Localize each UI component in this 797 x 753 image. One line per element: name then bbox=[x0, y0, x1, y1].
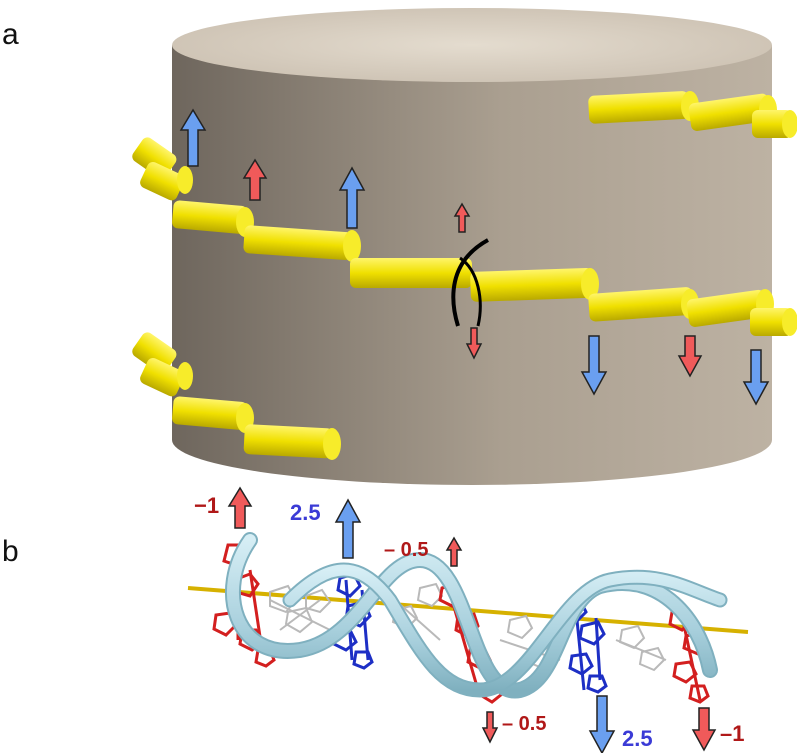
base-pairs-grey-4 bbox=[615, 624, 667, 672]
rod-mid-3 bbox=[350, 258, 472, 288]
rod-mid-2 bbox=[243, 225, 361, 262]
down-arrow-icon bbox=[588, 695, 616, 753]
down-arrow-icon bbox=[465, 327, 483, 360]
rod-mid-4 bbox=[470, 267, 599, 302]
base-pairs-blue-2 bbox=[562, 598, 608, 694]
up-arrow-icon bbox=[334, 498, 362, 559]
panel-label-b: b bbox=[2, 535, 19, 568]
rod-left-top-2 bbox=[140, 161, 193, 201]
panel-label-a: a bbox=[2, 18, 19, 51]
down-arrow-icon bbox=[677, 335, 703, 378]
cylinder-top bbox=[172, 8, 772, 82]
dna-model bbox=[187, 532, 749, 704]
down-arrow-icon bbox=[691, 707, 717, 752]
value-label-top-right: – 0.5 bbox=[384, 539, 428, 561]
value-label-bottom-mid: 2.5 bbox=[622, 726, 653, 751]
helix-rods bbox=[132, 91, 797, 460]
rod-upper-right-1 bbox=[588, 91, 699, 124]
arrows-panel-b bbox=[227, 486, 717, 753]
down-arrow-icon bbox=[742, 349, 770, 406]
up-arrow-icon bbox=[242, 158, 268, 201]
up-arrow-icon bbox=[338, 166, 366, 229]
up-arrow-icon bbox=[445, 536, 463, 567]
rod-upper-right-3 bbox=[752, 110, 797, 138]
down-arrow-icon bbox=[481, 711, 499, 744]
down-arrow-icon bbox=[580, 335, 608, 396]
up-arrow-icon bbox=[227, 486, 253, 529]
value-label-top-left: −1 bbox=[194, 493, 219, 518]
up-arrow-icon bbox=[453, 202, 471, 233]
value-label-bottom-left: – 0.5 bbox=[502, 713, 546, 735]
base-pairs-grey-1 bbox=[269, 584, 332, 634]
rod-left-low-2 bbox=[140, 357, 193, 397]
arrows-panel-a bbox=[179, 108, 770, 406]
up-arrow-icon bbox=[179, 108, 207, 167]
rod-low-4 bbox=[243, 424, 341, 460]
rod-mid-7 bbox=[750, 308, 797, 336]
crossing-mark-icon bbox=[451, 238, 489, 327]
value-labels: −1 2.5 – 0.5 – 0.5 2.5 –1 bbox=[194, 493, 744, 751]
value-label-bottom-right: –1 bbox=[720, 721, 744, 746]
dna-backbone bbox=[224, 532, 728, 699]
value-label-top-mid: 2.5 bbox=[290, 500, 321, 525]
